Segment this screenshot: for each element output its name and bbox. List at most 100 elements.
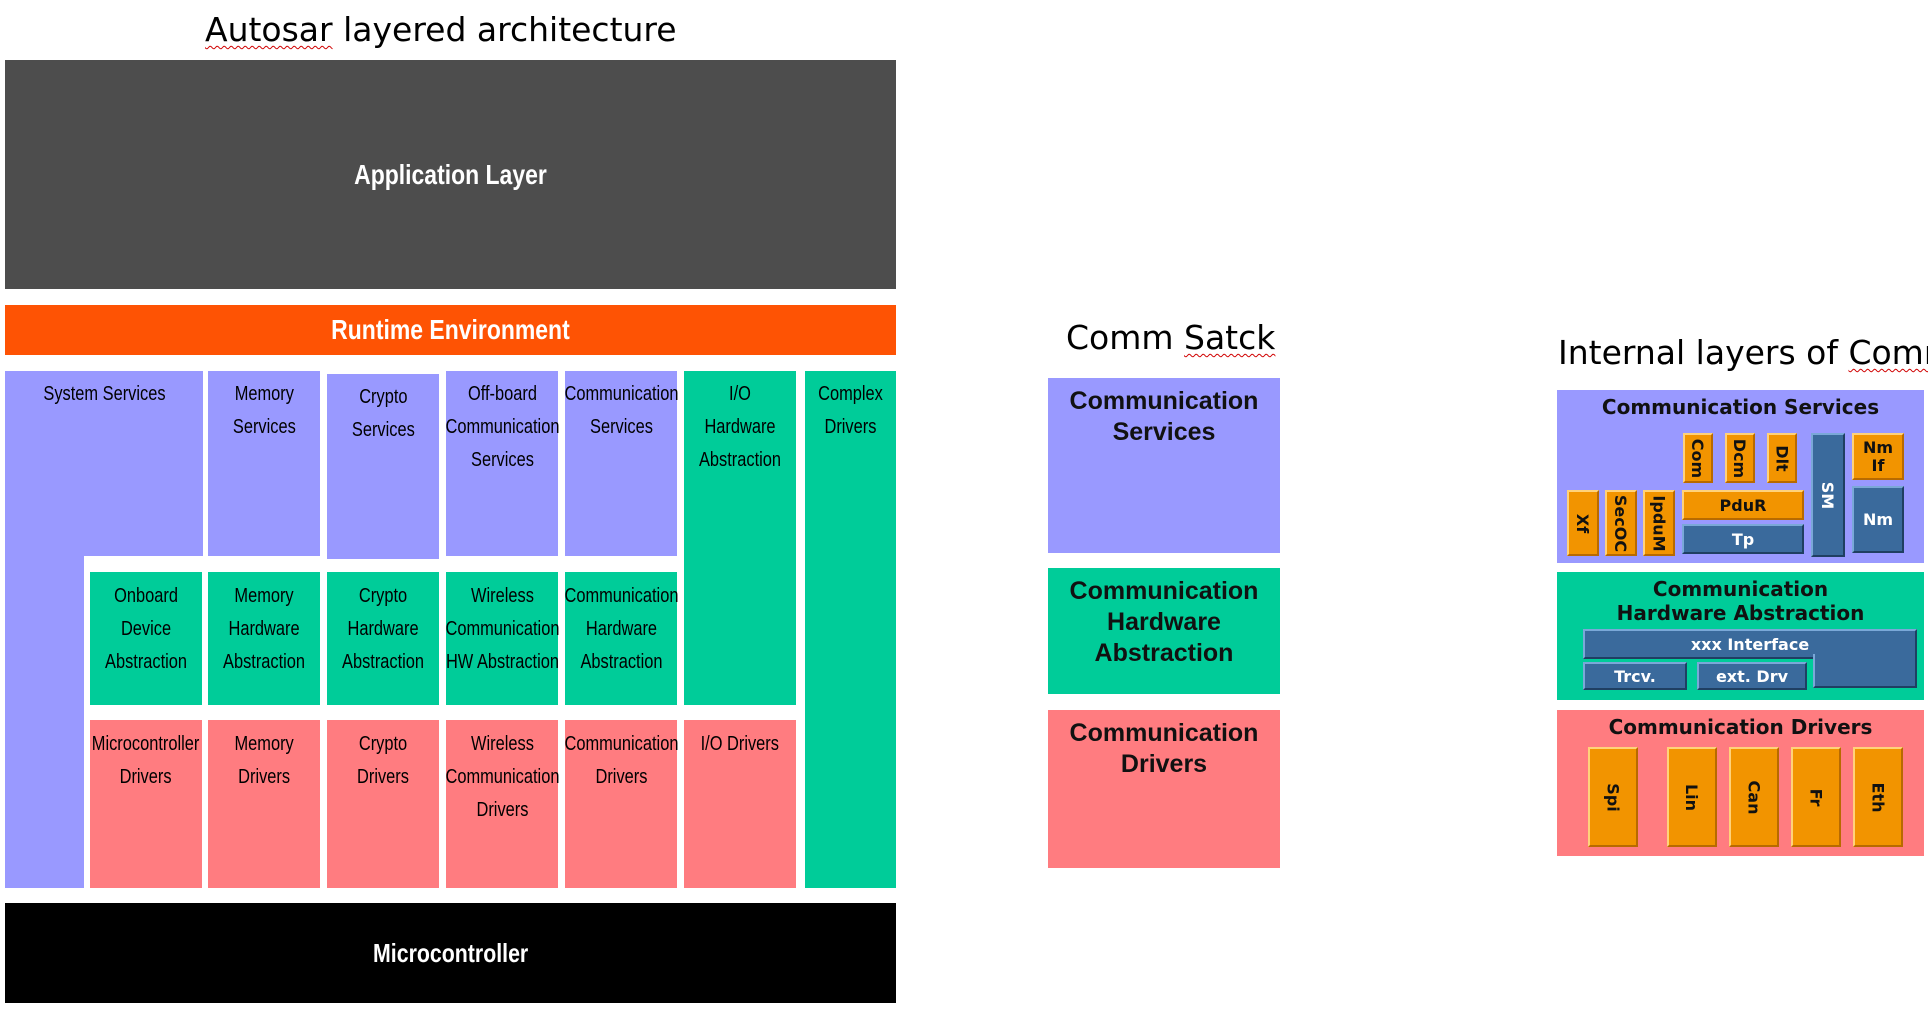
ipdum-label: IpduM bbox=[1649, 494, 1669, 552]
crypto-drivers: Crypto Drivers bbox=[327, 720, 439, 888]
com-module: Com bbox=[1683, 433, 1713, 483]
memory-services-label: Memory Services bbox=[232, 383, 296, 438]
nm-module: Nm bbox=[1852, 486, 1904, 553]
sm-label: SM bbox=[1818, 481, 1838, 509]
runtime-environment: Runtime Environment bbox=[5, 305, 896, 355]
communication-services-label: Communication Services bbox=[564, 383, 678, 438]
pdur-module: PduR bbox=[1682, 490, 1804, 520]
secoc-label: SecOC bbox=[1611, 494, 1631, 552]
sm-module: SM bbox=[1811, 433, 1845, 557]
tp-module: Tp bbox=[1682, 524, 1804, 554]
internal-services-panel: Communication Services Com Dcm Dlt SM Nm… bbox=[1557, 390, 1924, 563]
pdur-label: PduR bbox=[1719, 495, 1767, 515]
comm-stack-hw-abstraction-label: Communication Hardware Abstraction bbox=[1069, 577, 1259, 667]
internal-layers-title-word: Comm bbox=[1848, 333, 1928, 372]
ext-drv-label: ext. Drv bbox=[1715, 666, 1789, 686]
system-services-leg bbox=[5, 556, 84, 888]
microcontroller-drivers: Microcontroller Drivers bbox=[90, 720, 202, 888]
internal-hw-abstraction-title: Communication Hardware Abstraction bbox=[1616, 577, 1865, 625]
memory-drivers: Memory Drivers bbox=[208, 720, 320, 888]
comm-stack-title-word: Satck bbox=[1184, 318, 1276, 357]
application-layer-label: Application Layer bbox=[354, 158, 547, 190]
internal-services-title: Communication Services bbox=[1601, 395, 1880, 419]
offboard-communication-services: Off-board Communication Services bbox=[445, 371, 559, 556]
dcm-label: Dcm bbox=[1730, 438, 1750, 478]
internal-drivers-panel: Communication Drivers Spi Lin Can Fr Eth bbox=[1557, 710, 1924, 856]
eth-label: Eth bbox=[1868, 782, 1888, 812]
communication-drivers-label: Communication Drivers bbox=[564, 733, 678, 788]
lin-label: Lin bbox=[1682, 783, 1702, 811]
nm-if-module: Nm If bbox=[1852, 433, 1904, 480]
xf-label: Xf bbox=[1573, 513, 1593, 533]
offboard-communication-services-label: Off-board Communication Services bbox=[445, 383, 559, 471]
runtime-environment-label: Runtime Environment bbox=[331, 314, 570, 345]
dcm-module: Dcm bbox=[1725, 433, 1755, 483]
secoc-module: SecOC bbox=[1605, 490, 1637, 556]
microcontroller-layer: Microcontroller bbox=[5, 903, 896, 1003]
autosar-title: Autosar layered architecture bbox=[205, 10, 677, 49]
io-hardware-abstraction-label: I/O Hardware Abstraction bbox=[698, 383, 782, 471]
complex-drivers-label: Complex Drivers bbox=[818, 383, 883, 438]
system-services-block bbox=[5, 371, 203, 556]
memory-hardware-abstraction-label: Memory Hardware Abstraction bbox=[222, 585, 306, 673]
communication-hardware-abstraction-label: Communication Hardware Abstraction bbox=[564, 585, 678, 673]
crypto-hardware-abstraction-label: Crypto Hardware Abstraction bbox=[341, 585, 425, 673]
system-services-text: System Services bbox=[5, 378, 203, 411]
trcv-label: Trcv. bbox=[1614, 666, 1656, 686]
ipdum-module: IpduM bbox=[1643, 490, 1675, 556]
nm-label: Nm bbox=[1862, 510, 1894, 529]
tp-label: Tp bbox=[1731, 529, 1755, 549]
comm-stack-drivers-label: Communication Drivers bbox=[1069, 719, 1259, 778]
communication-services: Communication Services bbox=[564, 371, 678, 556]
fr-module: Fr bbox=[1791, 747, 1841, 847]
interface-extension bbox=[1813, 654, 1917, 688]
communication-hardware-abstraction: Communication Hardware Abstraction bbox=[564, 572, 678, 705]
com-label: Com bbox=[1688, 438, 1708, 478]
memory-drivers-label: Memory Drivers bbox=[234, 733, 294, 788]
eth-module: Eth bbox=[1853, 747, 1903, 847]
io-drivers: I/O Drivers bbox=[684, 720, 796, 888]
internal-layers-title-prefix: Internal layers of bbox=[1558, 333, 1849, 372]
crypto-drivers-label: Crypto Drivers bbox=[357, 733, 409, 788]
dlt-label: Dlt bbox=[1772, 444, 1792, 472]
wireless-communication-drivers-label: Wireless Communication Drivers bbox=[445, 733, 559, 821]
wireless-hw-abstraction: Wireless Communication HW Abstraction bbox=[445, 572, 559, 705]
microcontroller-label: Microcontroller bbox=[372, 937, 529, 968]
onboard-device-abstraction: Onboard Device Abstraction bbox=[90, 572, 202, 705]
fr-label: Fr bbox=[1806, 788, 1826, 806]
lin-module: Lin bbox=[1667, 747, 1717, 847]
comm-stack-title-prefix: Comm bbox=[1066, 318, 1185, 357]
comm-stack-hw-abstraction: Communication Hardware Abstraction bbox=[1048, 568, 1280, 694]
system-services-label: System Services bbox=[42, 383, 166, 405]
comm-stack-drivers: Communication Drivers bbox=[1048, 710, 1280, 868]
spi-module: Spi bbox=[1588, 747, 1638, 847]
internal-layers-title: Internal layers of Comm bbox=[1558, 333, 1928, 372]
wireless-communication-drivers: Wireless Communication Drivers bbox=[445, 720, 559, 888]
comm-stack-title: Comm Satck bbox=[1066, 318, 1275, 357]
communication-drivers: Communication Drivers bbox=[564, 720, 678, 888]
memory-services: Memory Services bbox=[208, 371, 320, 556]
can-module: Can bbox=[1729, 747, 1779, 847]
memory-hardware-abstraction: Memory Hardware Abstraction bbox=[208, 572, 320, 705]
onboard-device-abstraction-label: Onboard Device Abstraction bbox=[104, 585, 188, 673]
xxx-interface-label: xxx Interface bbox=[1690, 634, 1810, 654]
autosar-title-rest: layered architecture bbox=[332, 10, 677, 49]
application-layer: Application Layer bbox=[5, 60, 896, 289]
complex-drivers: Complex Drivers bbox=[805, 371, 896, 888]
comm-stack-services: Communication Services bbox=[1048, 378, 1280, 553]
autosar-title-word: Autosar bbox=[205, 10, 333, 49]
crypto-services-label: Crypto Services bbox=[351, 386, 415, 441]
nm-if-label: Nm If bbox=[1862, 437, 1894, 475]
xf-module: Xf bbox=[1567, 490, 1599, 556]
crypto-services: Crypto Services bbox=[327, 374, 439, 559]
spi-label: Spi bbox=[1603, 782, 1623, 812]
dlt-module: Dlt bbox=[1767, 433, 1797, 483]
io-drivers-label: I/O Drivers bbox=[700, 733, 780, 755]
comm-stack-services-label: Communication Services bbox=[1069, 387, 1259, 446]
wireless-hw-abstraction-label: Wireless Communication HW Abstraction bbox=[445, 585, 559, 673]
trcv-module: Trcv. bbox=[1583, 662, 1687, 690]
microcontroller-drivers-label: Microcontroller Drivers bbox=[92, 733, 200, 788]
internal-hw-abstraction-panel: Communication Hardware Abstraction xxx I… bbox=[1557, 572, 1924, 700]
io-hardware-abstraction: I/O Hardware Abstraction bbox=[684, 371, 796, 705]
internal-drivers-title: Communication Drivers bbox=[1608, 715, 1873, 739]
